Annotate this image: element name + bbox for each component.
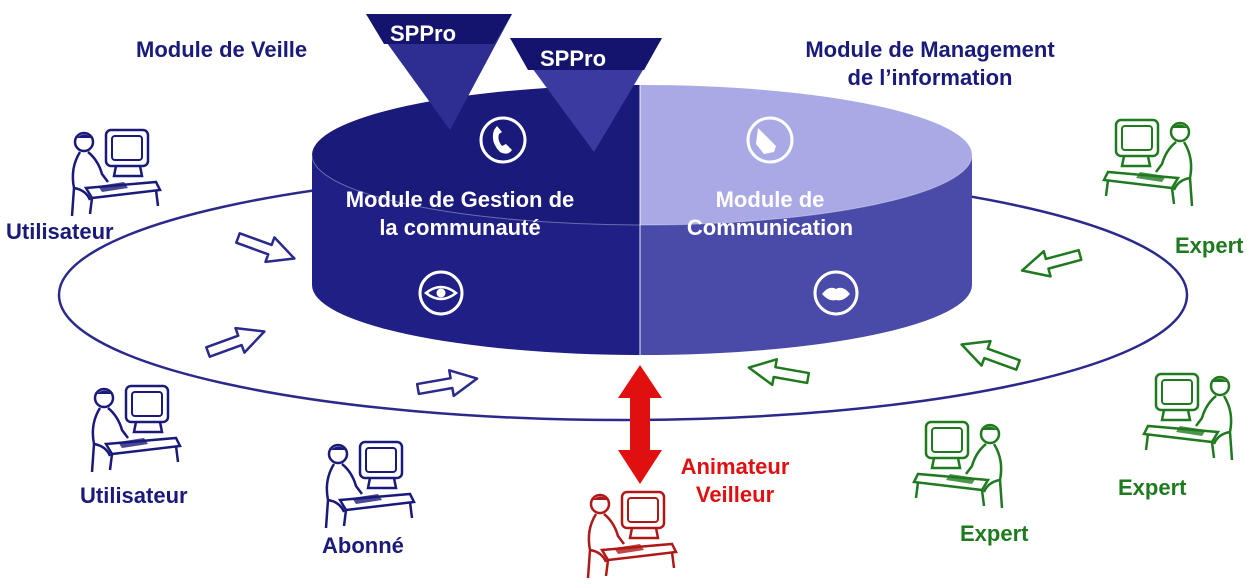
person-at-computer-icon — [1102, 118, 1194, 208]
person-at-computer-icon — [1142, 372, 1234, 462]
gestion-line-2: la communauté — [379, 215, 541, 240]
sppro-label-1: SPPro — [390, 21, 457, 46]
module-cylinder — [311, 84, 973, 356]
person-at-computer-icon — [586, 490, 678, 580]
expert-label-right-bottom: Expert — [1118, 475, 1187, 500]
eye-icon — [418, 270, 464, 316]
gestion-line-1: Module de Gestion de — [345, 187, 575, 212]
pointing-hand-icon — [746, 116, 794, 164]
phone-icon — [479, 116, 527, 164]
sppro-triangle-1 — [366, 14, 512, 130]
arrow-right-2 — [955, 331, 1024, 379]
veilleur-line: Veilleur — [695, 482, 775, 507]
module-veille-label: Module de Veille — [136, 37, 308, 62]
arrow-left-2 — [202, 318, 271, 366]
gestion-label: Module de Gestion de la communauté — [300, 186, 620, 242]
animateur-veilleur-label: Animateur Veilleur — [680, 453, 790, 509]
person-at-computer-icon — [70, 128, 162, 218]
utilisateur-label-bottom: Utilisateur — [80, 483, 188, 508]
sppro-triangle-2 — [510, 38, 662, 152]
person-at-computer-icon — [90, 384, 182, 474]
utilisateur-label-top: Utilisateur — [6, 219, 114, 244]
animateur-line: Animateur — [680, 454, 790, 479]
communication-label: Module de Communication — [640, 186, 900, 242]
lips-icon — [813, 270, 859, 316]
module-management-label: Module de Management de l’information — [740, 36, 1120, 92]
arrow-right-1 — [1017, 241, 1085, 285]
abonne-label: Abonné — [322, 533, 404, 558]
expert-label-bottom: Expert — [960, 521, 1029, 546]
arrow-right-3 — [745, 353, 812, 393]
person-at-computer-icon — [324, 440, 416, 530]
communication-line-1: Module de — [715, 187, 825, 212]
arrow-left-3 — [414, 364, 481, 404]
double-arrow-icon — [618, 365, 662, 484]
arrow-left-1 — [232, 224, 301, 272]
expert-label-right-top: Expert — [1175, 233, 1244, 258]
communication-line-2: Communication — [686, 215, 854, 240]
sppro-label-2: SPPro — [540, 46, 607, 71]
module-management-line-2: de l’information — [847, 65, 1013, 90]
module-management-line-1: Module de Management — [805, 37, 1055, 62]
person-at-computer-icon — [912, 420, 1004, 510]
